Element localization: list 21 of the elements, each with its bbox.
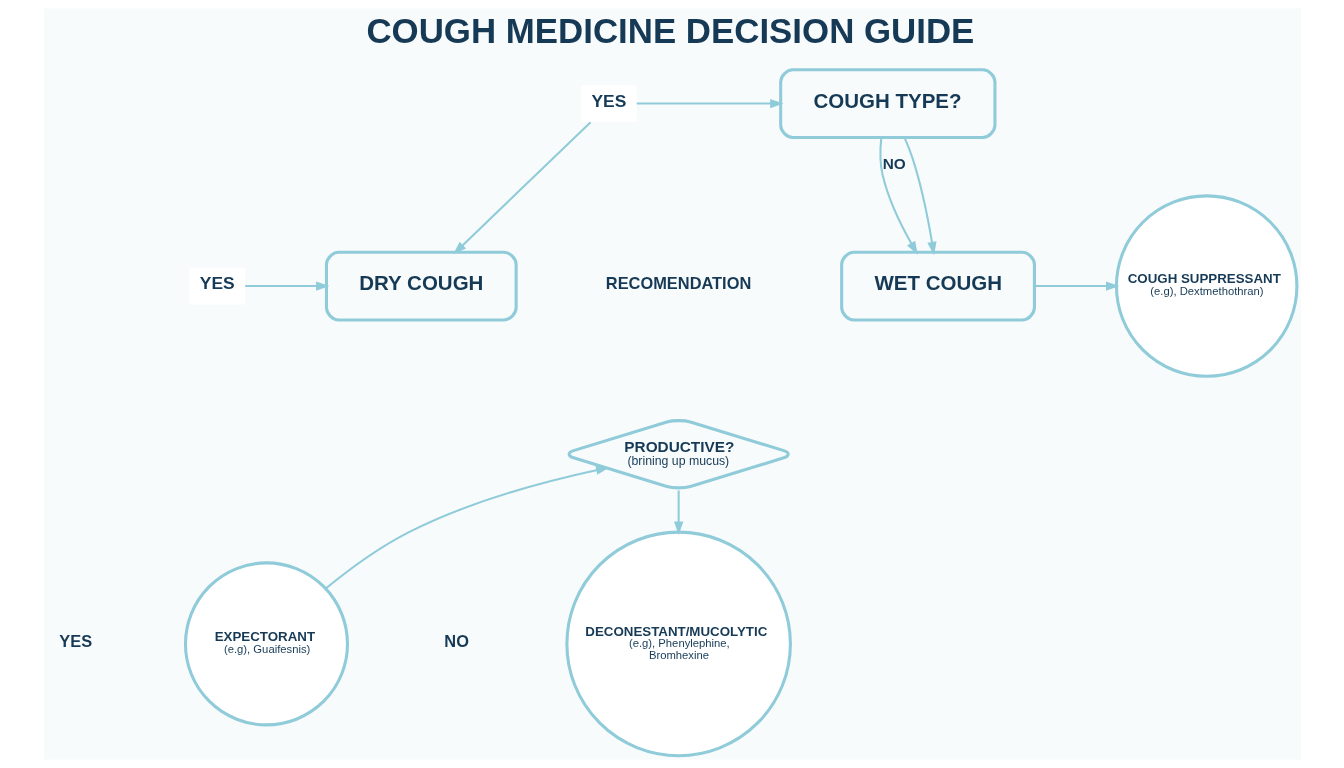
- node-circle: DECONESTANT/MUCOLYTIC (e.g), Phenylephine, Bromhexine: [564, 530, 792, 758]
- diagram-title: COUGH MEDICINE DECISION GUIDE: [365, 11, 974, 51]
- arrow: [636, 98, 783, 109]
- arrow: [878, 137, 918, 255]
- edge-label: NO: [882, 155, 906, 173]
- node-box: DRY COUGH: [324, 250, 518, 322]
- arrow: [673, 490, 683, 535]
- arrow: [1034, 281, 1119, 291]
- arrow: [903, 137, 937, 256]
- arrow: [324, 465, 609, 590]
- arrow: [452, 121, 591, 255]
- label: RECOMENDATION: [605, 273, 751, 292]
- node-box: YES: [189, 267, 245, 305]
- label: YES: [58, 631, 92, 650]
- node-box: WET COUGH: [839, 250, 1036, 322]
- node-box: COUGH TYPE?: [778, 68, 996, 139]
- label: NO: [443, 631, 469, 650]
- arrow: [244, 281, 329, 291]
- node-circle: COUGH SUPPRESSANT (e.g), Dextmethothran): [1114, 194, 1298, 378]
- node-circle: EXPECTORANT (e.g), Guaifesnis): [183, 561, 349, 727]
- node-box: YES: [580, 85, 637, 123]
